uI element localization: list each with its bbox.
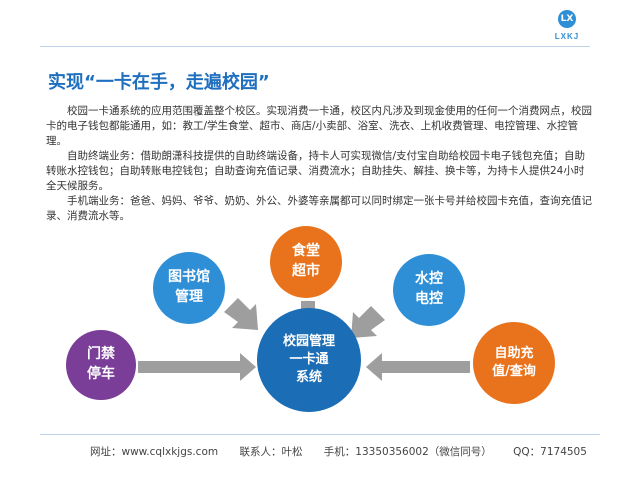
- node-library-management: 图书馆 管理: [153, 252, 225, 324]
- node-gate-line1: 门禁: [87, 346, 115, 363]
- node-self-line2: 值/查询: [492, 364, 536, 379]
- logo-text: LXKJ: [554, 32, 580, 41]
- node-canteen-line1: 食堂: [292, 243, 320, 260]
- node-center-line2: 一卡通: [289, 351, 329, 367]
- node-self-service-recharge: 自助充 值/查询: [473, 322, 555, 404]
- paragraph-self-service: 自助终端业务：借助朗潇科技提供的自助终端设备，持卡人可实现微信/支付宝自助给校园…: [46, 150, 586, 192]
- footer-qq: QQ：7174505: [513, 446, 587, 458]
- node-canteen-supermarket: 食堂 超市: [270, 226, 342, 298]
- node-water-line1: 水控: [415, 271, 443, 288]
- arrow-gate-to-center: [138, 353, 256, 381]
- body-text: 校园一卡通系统的应用范围覆盖整个校区。实现消费一卡通，校区内凡涉及到现金使用的任…: [46, 104, 594, 224]
- footer-phone: 手机：13350356002（微信同号）: [323, 446, 492, 458]
- node-library-line1: 图书馆: [168, 269, 210, 286]
- arrow-water-to-center: [351, 306, 385, 338]
- header-divider: [40, 46, 590, 47]
- node-canteen-line2: 超市: [292, 263, 320, 279]
- footer-divider: [40, 434, 600, 435]
- footer-contact-person: 联系人：叶松: [239, 446, 303, 458]
- paragraph-scope: 校园一卡通系统的应用范围覆盖整个校区。实现消费一卡通，校区内凡涉及到现金使用的任…: [46, 105, 592, 147]
- company-logo: LX LXKJ: [545, 10, 589, 50]
- node-gate-parking: 门禁 停车: [66, 330, 136, 400]
- node-water-line2: 电控: [415, 291, 443, 307]
- footer-contact: 网址：www.cqlxkjgs.com 联系人：叶松 手机：1335035600…: [90, 444, 605, 459]
- node-campus-card-system: 校园管理 一卡通 系统: [257, 308, 361, 412]
- node-center-line3: 系统: [295, 370, 322, 386]
- logo-mark: LX: [558, 10, 576, 28]
- arrow-library-to-center: [224, 298, 258, 330]
- node-gate-line2: 停车: [87, 366, 115, 382]
- node-library-line2: 管理: [175, 289, 203, 305]
- slide-title: 实现“一卡在手，走遍校园”: [48, 72, 270, 93]
- node-self-line1: 自助充: [494, 345, 534, 361]
- node-center-line1: 校园管理: [282, 333, 335, 349]
- footer-website: 网址：www.cqlxkjgs.com: [90, 446, 219, 458]
- paragraph-mobile: 手机端业务：爸爸、妈妈、爷爷、奶奶、外公、外婆等亲属都可以同时绑定一张卡号并给校…: [46, 195, 592, 222]
- node-water-electric-control: 水控 电控: [393, 254, 465, 326]
- arrow-self-service-to-center: [366, 353, 470, 381]
